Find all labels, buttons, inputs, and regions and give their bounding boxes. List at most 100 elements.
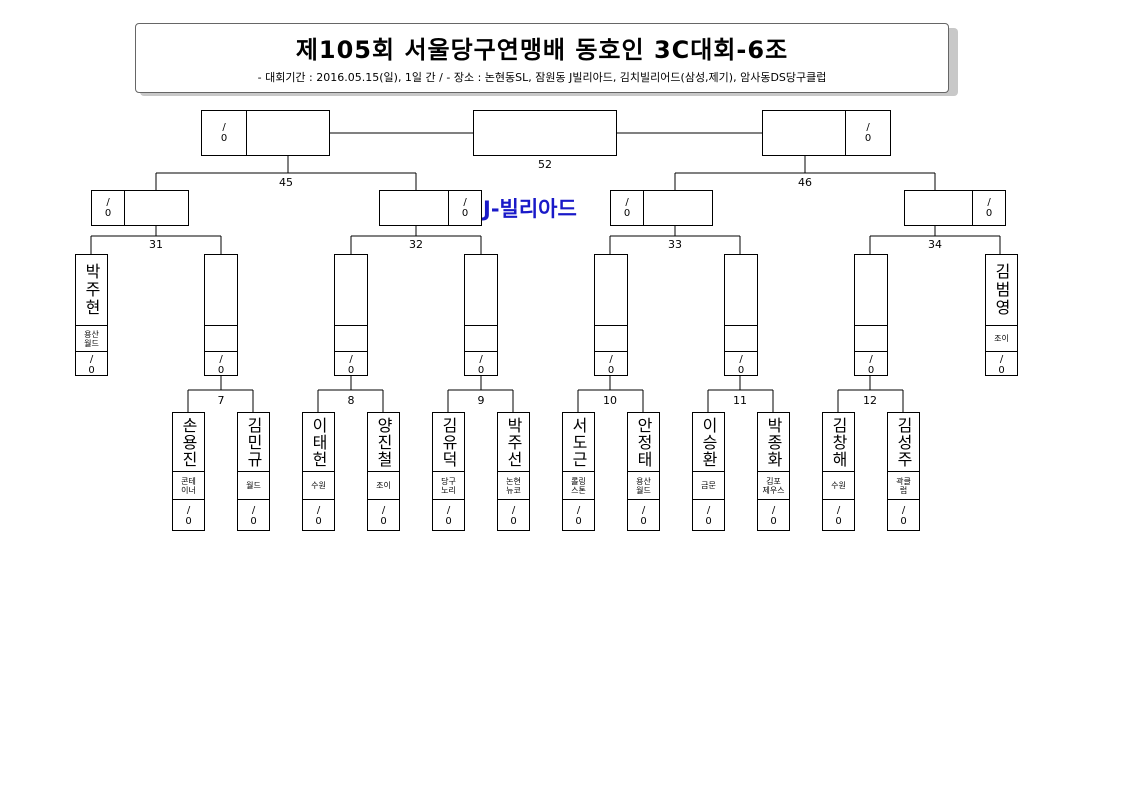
player-score: /0 (368, 500, 399, 532)
score-slash: / (641, 505, 646, 516)
club-line: 콘테 (181, 476, 196, 486)
player-name-text: 서도근 (569, 416, 588, 468)
club-line: 조이 (376, 481, 391, 490)
player-score: /0 (628, 500, 659, 532)
player-score: / 0 (595, 352, 627, 377)
club-line: 김포 (766, 476, 781, 486)
score-slash: / (999, 353, 1004, 365)
club-line: 용산 (636, 476, 651, 486)
player-name: 박종화 (758, 413, 789, 472)
score-slash: / (446, 505, 451, 516)
player-name: 이승환 (693, 413, 724, 472)
venue-label: J-빌리아드 (483, 197, 577, 221)
player-name-text: 김범영 (992, 263, 1011, 317)
player-score: / 0 (986, 352, 1017, 377)
score-slash: / (706, 505, 711, 516)
player-name-text: 이태헌 (309, 416, 328, 468)
club-line: 월드 (84, 338, 99, 348)
player-club: 용산 월드 (76, 326, 107, 352)
player-club (855, 326, 887, 352)
player-score: / 0 (465, 352, 497, 377)
score-value: 0 (705, 516, 712, 527)
player-name-text: 이승환 (699, 416, 718, 468)
player-score: /0 (173, 500, 204, 532)
slot-score: / 0 (448, 191, 481, 225)
player-name (855, 255, 887, 326)
player-score: / 0 (335, 352, 367, 377)
player-name: 서도근 (563, 413, 594, 472)
player-name: 안정태 (628, 413, 659, 472)
score-value: 0 (835, 516, 842, 527)
score-value: 0 (900, 516, 907, 527)
score-slash: / (222, 122, 226, 133)
score-value: 0 (445, 516, 452, 527)
connector-group (90, 132, 1001, 412)
player-score: / 0 (725, 352, 757, 377)
player-score: /0 (498, 500, 529, 532)
player-name-text: 양진철 (374, 416, 393, 468)
semi-slot-32: / 0 (379, 190, 482, 226)
club-line: 곽클 (896, 476, 911, 486)
player-name-text: 박주현 (82, 263, 101, 317)
player-score: / 0 (76, 352, 107, 377)
club-line: 이너 (181, 485, 196, 495)
player-name (595, 255, 627, 326)
score-slash: / (381, 505, 386, 516)
score-slash: / (316, 505, 321, 516)
player-score: /0 (823, 500, 854, 532)
score-slash: / (349, 353, 353, 365)
score-value: 0 (737, 364, 745, 376)
player-name: 김유덕 (433, 413, 464, 472)
score-value: 0 (380, 516, 387, 527)
club-line: 논현 (506, 476, 521, 486)
match-number: 7 (217, 394, 225, 407)
score-slash: / (987, 197, 991, 208)
slot-score: / 0 (92, 191, 125, 225)
score-slash: / (625, 197, 629, 208)
player-name: 박주선 (498, 413, 529, 472)
score-slash: / (609, 353, 613, 365)
player-name: 김범영 (986, 255, 1017, 326)
score-slash: / (251, 505, 256, 516)
slot-name (763, 111, 845, 155)
player-score: / 0 (855, 352, 887, 377)
player-name-text: 김민규 (244, 416, 263, 468)
score-value: 0 (575, 516, 582, 527)
player-club: 수원 (303, 472, 334, 500)
score-value: 0 (104, 208, 112, 219)
final-right-slot: / 0 (762, 110, 891, 156)
score-value: 0 (220, 133, 228, 144)
player-club: 조이 (368, 472, 399, 500)
semi-slot-34: / 0 (904, 190, 1006, 226)
match-number: 46 (798, 176, 812, 189)
page-subtitle: - 대회기간 : 2016.05.15(일), 1일 간 / - 장소 : 논현… (257, 71, 827, 84)
match-number: 10 (603, 394, 617, 407)
player-name-text: 박종화 (764, 416, 783, 468)
club-line: 제우스 (762, 485, 785, 495)
player-slot-r2: 박주현 용산 월드 / 0 (75, 254, 108, 376)
club-line: 월드 (246, 481, 261, 490)
match-number: 12 (863, 394, 877, 407)
semi-slot-31: / 0 (91, 190, 189, 226)
score-value: 0 (217, 364, 225, 376)
score-value: 0 (461, 208, 469, 219)
slot-score: / 0 (972, 191, 1005, 225)
player-club (725, 326, 757, 352)
slot-score: / 0 (845, 111, 890, 155)
player-name-text: 박주선 (504, 416, 523, 468)
player-name: 김민규 (238, 413, 269, 472)
score-value: 0 (607, 364, 615, 376)
slot-name (905, 191, 972, 225)
club-line: 월드 (636, 485, 651, 495)
